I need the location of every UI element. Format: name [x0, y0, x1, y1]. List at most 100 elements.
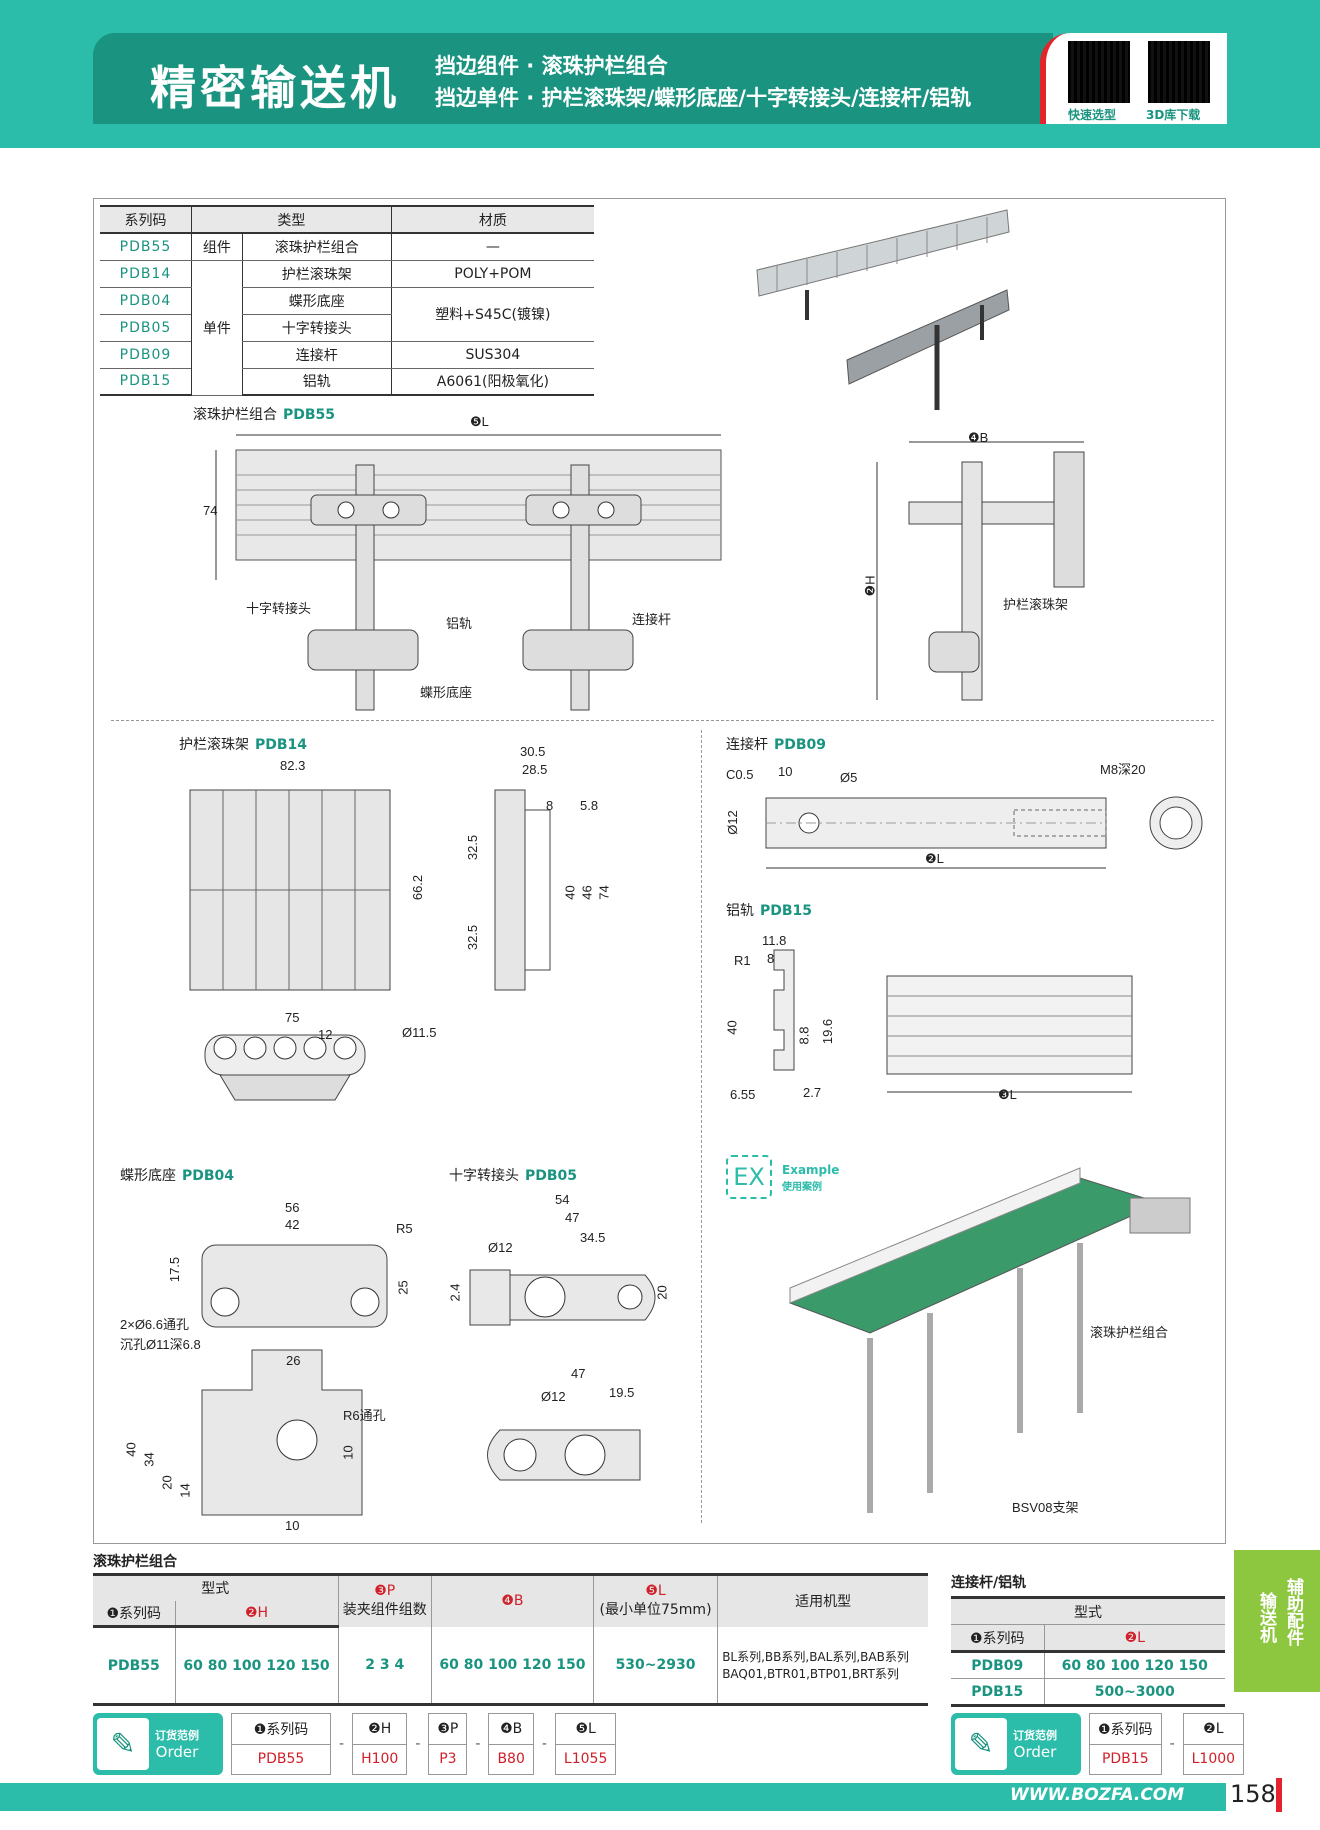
- dim: 42: [285, 1217, 300, 1232]
- dim: 75: [285, 1010, 300, 1025]
- dim: 20: [159, 1475, 175, 1490]
- dim: 66.2: [410, 874, 426, 901]
- dim: R1: [734, 953, 751, 968]
- col-code: 系列码: [100, 205, 192, 234]
- dim: 10: [778, 764, 793, 779]
- dim: 8: [767, 951, 775, 966]
- example-en: Example: [782, 1163, 840, 1177]
- right-table-title: 连接杆/铝轨: [951, 1575, 1027, 1591]
- dim: 32.5: [465, 924, 481, 951]
- dim: 2.4: [447, 1283, 463, 1302]
- callout-guardrail: 滚珠护栏组合: [1090, 1325, 1169, 1340]
- callout-cross-adapter: 十字转接头: [246, 601, 312, 616]
- dim: 2.7: [803, 1085, 822, 1100]
- dim: 40: [123, 1442, 139, 1457]
- dim: 2×Ø6.6通孔: [120, 1317, 190, 1332]
- dim: 47: [571, 1366, 586, 1381]
- pdb55-side-view: [876, 441, 1085, 701]
- dim: Ø5: [840, 770, 858, 785]
- dim: 19.6: [820, 1018, 836, 1045]
- dim-L: ❺L: [470, 414, 489, 429]
- subtitle-line2: 挡边单件 · 护栏滚珠架/蝶形底座/十字转接头/连接杆/铝轨: [435, 86, 972, 110]
- qr-code-select[interactable]: [1068, 41, 1130, 103]
- dim: 28.5: [522, 762, 548, 777]
- dim: 10: [340, 1445, 356, 1460]
- dim: 26: [286, 1353, 301, 1368]
- dim: C0.5: [726, 767, 754, 782]
- dim: 8.8: [796, 1026, 812, 1045]
- col-material: 材质: [390, 205, 594, 234]
- dim: M8深20: [1100, 762, 1146, 777]
- dim: Ø12: [541, 1389, 566, 1404]
- dim: 沉孔Ø11深6.8: [120, 1337, 201, 1352]
- header-box: [93, 33, 1053, 124]
- page-title: 精密输送机: [150, 61, 400, 115]
- callout-base: 蝶形底座: [420, 685, 473, 700]
- dim: 6.55: [730, 1087, 756, 1102]
- dim: 25: [395, 1280, 411, 1295]
- dim: 40: [562, 885, 578, 900]
- footer-url[interactable]: WWW.BOZFA.COM: [1010, 1785, 1185, 1805]
- dim: 14: [177, 1483, 193, 1498]
- dim: ❷L: [925, 851, 944, 866]
- content-frame: [93, 198, 1226, 1544]
- dim: 17.5: [167, 1256, 183, 1283]
- dim: 11.8: [762, 933, 787, 948]
- dim: Ø12: [488, 1240, 513, 1255]
- dim: 20: [654, 1285, 670, 1300]
- dim: 82.3: [280, 758, 306, 773]
- pencil-icon: ✎: [955, 1718, 1007, 1770]
- dim: 34.5: [580, 1230, 606, 1245]
- product-render: [756, 209, 1010, 410]
- pdb04-drawing: [201, 1244, 388, 1516]
- qr2-label: 3D库下载: [1146, 108, 1201, 122]
- page-number: 158: [1230, 1780, 1276, 1808]
- dim: 54: [555, 1192, 570, 1207]
- pdb14-drawing: [189, 789, 551, 1101]
- dim: 12: [318, 1027, 333, 1042]
- conveyor-example-image: [788, 1167, 1191, 1513]
- pdb09-drawing: [765, 796, 1203, 869]
- dim: 46: [579, 885, 595, 900]
- dim: Ø12: [724, 810, 740, 835]
- example-badge: EX: [726, 1155, 772, 1199]
- qr-panel: 快速选型 3D库下载: [1040, 33, 1227, 124]
- pdb05-drawing: [469, 1269, 656, 1481]
- qr-code-3d[interactable]: [1148, 41, 1210, 103]
- callout-rail: 铝轨: [446, 616, 473, 631]
- dim: 34: [141, 1452, 157, 1467]
- divider: [701, 730, 702, 1523]
- dim: 56: [285, 1200, 300, 1215]
- bottom-table-title: 滚珠护栏组合: [93, 1554, 177, 1570]
- dim: Ø11.5: [402, 1025, 437, 1040]
- dim: ❸L: [998, 1087, 1017, 1102]
- callout-rod: 连接杆: [632, 612, 672, 627]
- pdb55-front-view: [215, 434, 722, 711]
- divider: [111, 720, 1214, 721]
- dim: 10: [285, 1518, 300, 1533]
- dim: 19.5: [609, 1385, 635, 1400]
- pdb15-drawing: [773, 949, 1133, 1093]
- dim: 32.5: [465, 834, 481, 861]
- dim-B: ❹B: [968, 430, 989, 445]
- side-tab[interactable]: 辅助配件输送机: [1234, 1550, 1320, 1692]
- callout-bracket: BSV08支架: [1012, 1500, 1079, 1515]
